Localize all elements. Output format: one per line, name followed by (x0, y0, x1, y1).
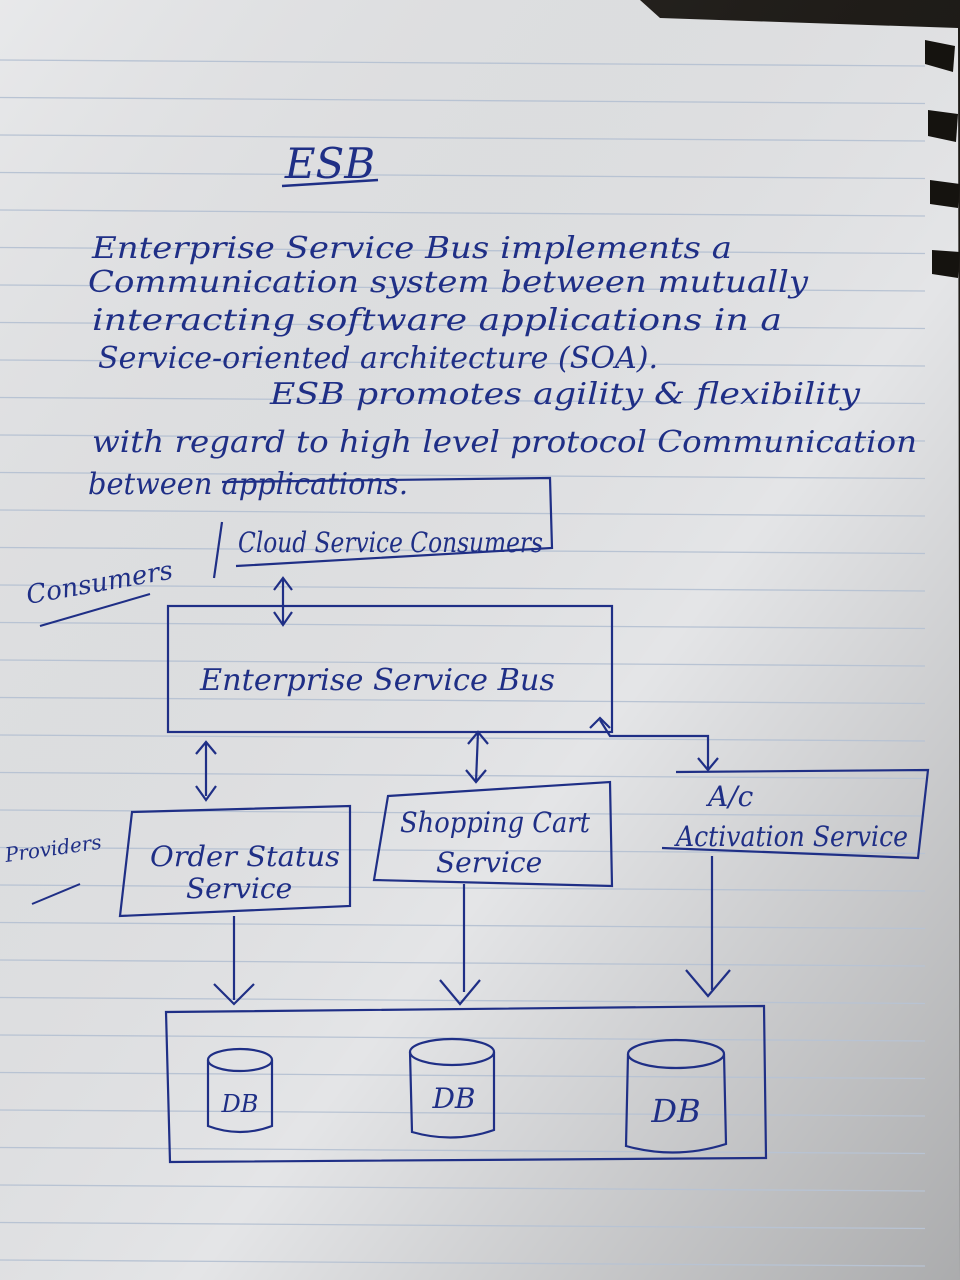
paragraph-line: Service-oriented architecture (SOA). (98, 341, 658, 376)
rule-line (0, 959, 926, 967)
db-label: DB (650, 1092, 700, 1130)
rule-line (0, 359, 926, 367)
rule-line (0, 471, 926, 480)
paragraph-line: Communication system between mutually (88, 265, 809, 300)
consumer-box-label: Cloud Service Consumers (238, 526, 543, 559)
provider-label: Activation Service (673, 820, 908, 853)
provider-label: Service (186, 872, 292, 905)
provider-box (661, 768, 930, 860)
rule-line (0, 246, 926, 255)
rule-line (0, 921, 926, 930)
esb-diagram (118, 476, 930, 1164)
db-label: DB (221, 1090, 259, 1118)
consumer-box (221, 476, 554, 568)
database-icon (206, 1047, 274, 1134)
rule-line (0, 434, 926, 442)
rule-line (0, 584, 926, 592)
providers-mark (31, 883, 81, 905)
db-label: DB (431, 1082, 475, 1115)
rule-line (0, 209, 926, 217)
rule-line (0, 1071, 926, 1080)
provider-label: A/c (705, 780, 754, 813)
provider-label: Order Status (150, 840, 340, 873)
rule-line (0, 1184, 926, 1192)
provider-label: Shopping Cart (400, 806, 591, 839)
rule-line (0, 321, 926, 330)
database-icon (408, 1037, 496, 1139)
rule-line (0, 1109, 926, 1117)
paragraph-line: interacting software applications in a (92, 303, 782, 338)
spiral-binding (925, 40, 960, 278)
page-title: ESB (284, 139, 375, 188)
rule-line (0, 1259, 926, 1267)
ruled-lines (0, 59, 926, 1267)
rule-line (0, 171, 926, 180)
rule-line (0, 1221, 926, 1230)
paragraph-line: between applications. (88, 467, 408, 502)
rule-line (0, 1146, 926, 1155)
rule-line (0, 771, 926, 780)
provider-box (118, 804, 352, 918)
consumers-underline (39, 593, 151, 627)
rule-line (0, 96, 926, 105)
bus-box (166, 604, 614, 734)
rule-line (0, 734, 926, 742)
rule-line (0, 396, 926, 405)
rule-line (0, 1034, 926, 1042)
paragraph-line: with regard to high level protocol Commu… (92, 425, 917, 460)
title-underline (281, 178, 379, 188)
paragraph-line: Enterprise Service Bus implements a (91, 231, 732, 266)
rule-line (0, 284, 926, 292)
rule-line (0, 59, 926, 67)
database-icon (624, 1038, 728, 1154)
bus-box-label: Enterprise Service Bus (199, 663, 555, 698)
rule-line (0, 509, 926, 517)
provider-label: Service (436, 846, 542, 879)
rule-line (0, 696, 926, 705)
paragraph-line: ESB promotes agility & flexibility (269, 377, 861, 412)
rule-line (0, 546, 926, 555)
rule-line (0, 659, 926, 667)
rule-line (0, 884, 926, 892)
provider-box (372, 780, 614, 888)
rule-line (0, 621, 926, 630)
db-container (164, 1004, 768, 1164)
rule-line (0, 134, 926, 142)
